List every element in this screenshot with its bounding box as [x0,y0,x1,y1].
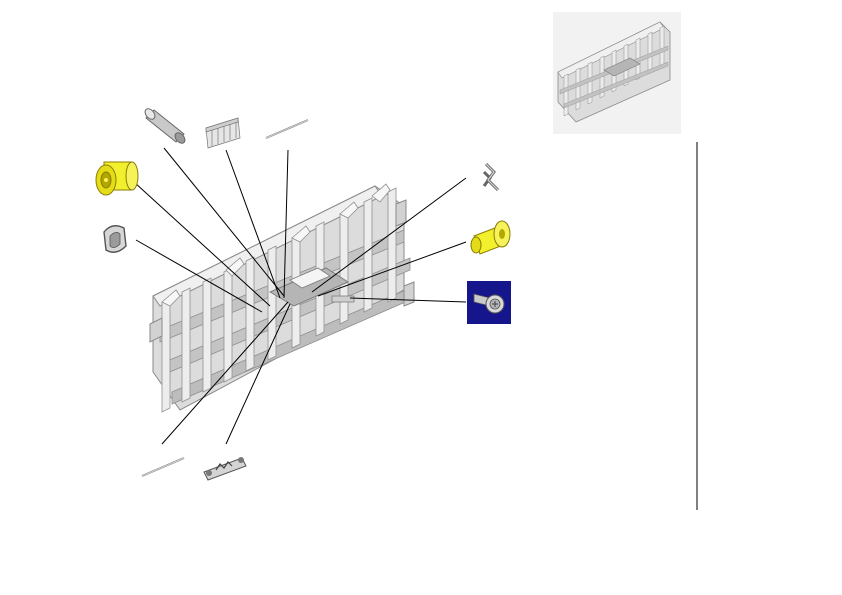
main-assembly [149,183,415,413]
small-comb [205,117,241,149]
oval-ring [103,225,127,253]
thin-rod-bottom [141,457,185,477]
spring-clip-highlight [485,163,499,191]
link-bracket [203,457,247,481]
bushing-right [470,220,511,255]
leader-lines [133,147,467,445]
roller-pin [144,108,186,144]
thumbnail-assembly [553,12,681,134]
thin-rod-top [265,119,309,139]
bushing-left [95,161,139,196]
screw-highlight-box [467,281,511,324]
